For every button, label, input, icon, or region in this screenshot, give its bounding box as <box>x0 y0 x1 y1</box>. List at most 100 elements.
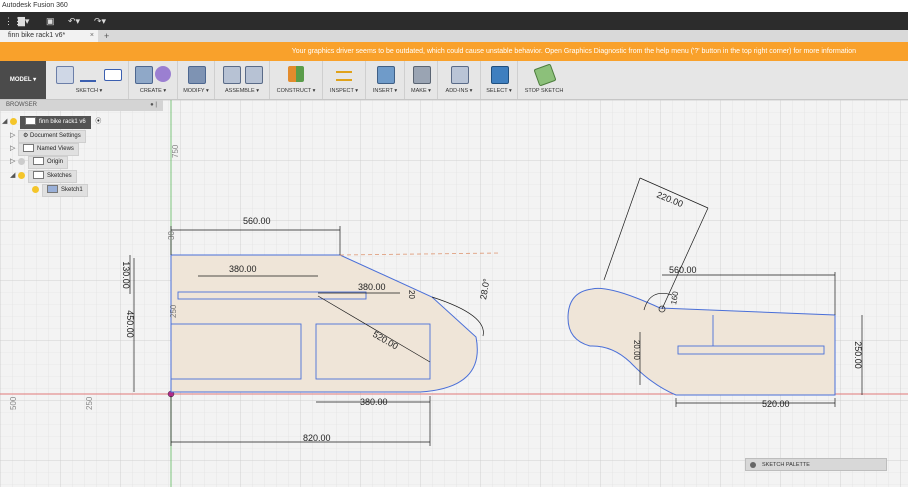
make-menu-label: MAKE ▾ <box>411 88 431 94</box>
dim-slot-length[interactable]: 380.00 <box>229 264 257 274</box>
file-menu-icon[interactable]: ▇▾ <box>18 16 30 26</box>
dim-width-top[interactable]: 560.00 <box>243 216 271 226</box>
visibility-bulb-icon[interactable] <box>18 157 25 165</box>
collapse-arrow-icon[interactable]: ◢ <box>10 172 16 179</box>
sketch-menu-label: SKETCH ▾ <box>75 88 103 94</box>
dim-label[interactable]: 250 <box>169 304 178 318</box>
toolbar-group-modify[interactable]: MODIFY ▾ <box>178 61 215 99</box>
make-icon[interactable] <box>413 66 431 84</box>
activate-icon[interactable]: ⦿ <box>95 119 102 125</box>
browser-item-document-settings[interactable]: ▷⚙ Document Settings <box>10 130 86 143</box>
assemble-icon[interactable] <box>223 66 241 84</box>
stop-sketch-icon[interactable] <box>533 63 557 87</box>
sketch-palette-label: SKETCH PALETTE <box>762 462 810 468</box>
browser-item-origin[interactable]: ▷Origin <box>10 156 69 169</box>
modify-menu-label: MODIFY ▾ <box>183 88 209 94</box>
toolbar-group-insert[interactable]: INSERT ▾ <box>366 61 405 99</box>
toolbar-group-assemble[interactable]: ASSEMBLE ▾ <box>215 61 270 99</box>
document-tab[interactable]: finn bike rack1 v6* × <box>0 30 98 42</box>
workspace-mode-button[interactable]: MODEL ▾ <box>0 61 46 99</box>
visibility-bulb-icon[interactable] <box>18 171 25 179</box>
right-sketch-profile[interactable] <box>567 287 836 396</box>
inspect-icon[interactable] <box>336 71 352 81</box>
folder-icon <box>23 144 34 153</box>
toolbar-group-addins[interactable]: ADD-INS ▾ <box>438 61 481 99</box>
line-icon[interactable] <box>80 70 96 82</box>
browser-item-label: Sketches <box>47 173 72 179</box>
dim-small-right[interactable]: 20.00 <box>632 340 641 361</box>
toolbar-group-select[interactable]: SELECT ▾ <box>481 61 518 99</box>
create-icon[interactable] <box>135 66 153 84</box>
browser-item-sketch1[interactable]: Sketch1 <box>32 184 88 197</box>
select-menu-label: SELECT ▾ <box>486 88 512 94</box>
dim-label[interactable]: 30 <box>167 231 176 240</box>
addins-menu-label: ADD-INS ▾ <box>445 88 473 94</box>
redo-icon[interactable]: ↷▾ <box>94 16 107 26</box>
folder-icon <box>33 157 44 166</box>
toolbar-group-stop-sketch[interactable]: STOP SKETCH <box>518 61 570 99</box>
dim-slot-offset[interactable]: 380.00 <box>358 282 386 292</box>
axis-label: 250 <box>85 396 94 410</box>
toolbar-group-sketch[interactable]: SKETCH ▾ <box>50 61 129 99</box>
save-icon[interactable]: ▣ <box>46 16 55 26</box>
toolbar-group-create[interactable]: CREATE ▾ <box>129 61 178 99</box>
toolbar-group-inspect[interactable]: INSPECT ▾ <box>323 61 366 99</box>
document-tab-label: finn bike rack1 v6* <box>8 32 66 39</box>
design-canvas[interactable]: 750 500 250 560.00 380.00 380.00 130.00 … <box>0 100 908 487</box>
toolbar-group-construct[interactable]: CONSTRUCT ▾ <box>270 61 323 99</box>
dim-total-width[interactable]: 820.00 <box>303 433 331 443</box>
component-icon <box>25 117 36 126</box>
dim-base-width[interactable]: 520.00 <box>762 399 790 409</box>
left-sketch-profile[interactable] <box>170 252 501 393</box>
sketch-icon <box>47 185 58 194</box>
dim-height[interactable]: 450.00 <box>125 310 135 338</box>
insert-icon[interactable] <box>377 66 395 84</box>
left-sketch-dimensions <box>129 226 484 446</box>
dim-small[interactable]: 20 <box>407 290 416 299</box>
browser-item-label: finn bike rack1 v6 <box>39 119 86 125</box>
construct-menu-label: CONSTRUCT ▾ <box>276 88 316 94</box>
rectangle-icon[interactable] <box>104 69 122 81</box>
modify-icon[interactable] <box>188 66 206 84</box>
select-icon[interactable] <box>491 66 509 84</box>
browser-collapse-icon[interactable]: ● | <box>150 102 157 108</box>
warning-text: Your graphics driver seems to be outdate… <box>291 48 856 55</box>
dim-height-right[interactable]: 250.00 <box>853 341 863 369</box>
dim-width-top-right[interactable]: 560.00 <box>669 265 697 275</box>
undo-icon[interactable]: ↶▾ <box>68 16 81 26</box>
sketch-icon[interactable] <box>56 66 74 84</box>
stop-sketch-label: STOP SKETCH <box>524 88 564 94</box>
dim-angle[interactable]: 28.0° <box>478 277 492 300</box>
dim-right-pocket[interactable]: 380.00 <box>360 397 388 407</box>
assemble-menu-label: ASSEMBLE ▾ <box>225 88 259 94</box>
new-tab-icon[interactable]: + <box>104 31 110 41</box>
palette-expand-icon[interactable] <box>750 462 756 468</box>
dim-angle-right[interactable]: 160 <box>669 290 680 305</box>
collapse-arrow-icon[interactable]: ◢ <box>2 118 8 125</box>
visibility-bulb-icon[interactable] <box>10 117 17 125</box>
joint-icon[interactable] <box>245 66 263 84</box>
browser-item-named-views[interactable]: ▷Named Views <box>10 143 79 156</box>
grid-menu-icon[interactable]: ⋮⋮ <box>4 16 22 26</box>
app-title: Autodesk Fusion 360 <box>2 2 68 9</box>
browser-item-sketches[interactable]: ◢ Sketches <box>10 170 77 183</box>
addins-icon[interactable] <box>451 66 469 84</box>
sketch-palette-panel[interactable]: SKETCH PALETTE <box>745 458 887 471</box>
dim-top-height[interactable]: 130.00 <box>121 261 131 289</box>
create-menu-label: CREATE ▾ <box>139 88 167 94</box>
toolbar-group-make[interactable]: MAKE ▾ <box>405 61 438 99</box>
close-tab-icon[interactable]: × <box>89 32 94 39</box>
browser-panel-header: BROWSER ● | <box>0 100 163 111</box>
expand-arrow-icon[interactable]: ▷ <box>10 158 16 165</box>
expand-arrow-icon[interactable]: ▷ <box>10 132 16 139</box>
browser-item-root[interactable]: ◢ finn bike rack1 v6 ⦿ <box>2 116 102 129</box>
gear-icon: ⚙ <box>23 133 31 139</box>
graphics-driver-warning: Your graphics driver seems to be outdate… <box>0 42 908 61</box>
main-toolbar: MODEL ▾ SKETCH ▾ CREATE ▾ MODIFY ▾ ASSEM… <box>0 61 908 100</box>
app-title-bar: Autodesk Fusion 360 <box>0 0 908 12</box>
construct-icon[interactable] <box>288 66 304 82</box>
form-icon[interactable] <box>155 66 171 82</box>
visibility-bulb-icon[interactable] <box>32 185 39 193</box>
expand-arrow-icon[interactable]: ▷ <box>10 145 16 152</box>
folder-icon <box>33 171 44 180</box>
